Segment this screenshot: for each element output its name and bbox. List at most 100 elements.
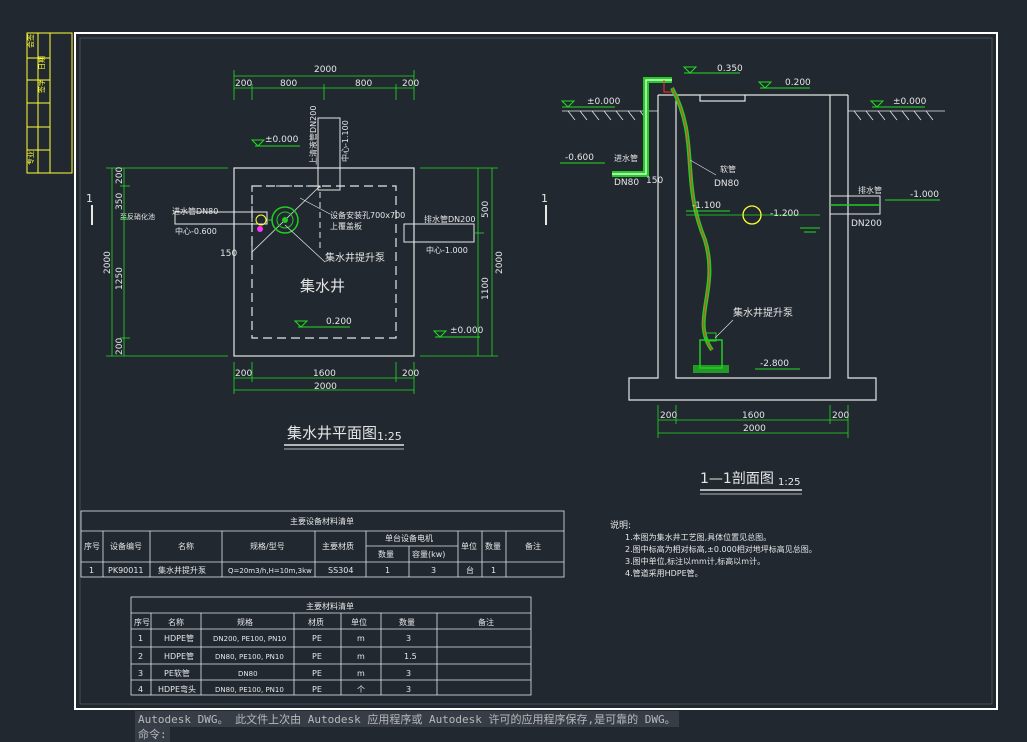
- plan-dim-left-3: 1250: [115, 267, 125, 290]
- section-inlet-label: 进水管: [614, 153, 638, 163]
- plan-dim-bottom-1: 200: [235, 369, 252, 379]
- mat-row-1-c3: DN200, PE100, PN10: [213, 635, 286, 643]
- command-line[interactable]: Autodesk DWG。 此文件上次由 Autodesk 应用程序或 Auto…: [133, 710, 1027, 742]
- mat-header-5: 单位: [351, 617, 367, 627]
- section-pipe-circle: [742, 205, 762, 225]
- mat-row-2-c1: 2: [138, 652, 143, 661]
- equip-header-9: 备注: [525, 541, 541, 551]
- plan-hatch-sub: 上覆盖板: [330, 221, 362, 231]
- equip-row-1-c9: 1: [491, 566, 496, 575]
- mat-row-2-c4: PE: [312, 652, 322, 661]
- drawing-frame-outer: [74, 32, 998, 710]
- well-inner-wall: [251, 185, 397, 339]
- plan-inlet-label: 进水管DN80: [172, 206, 218, 216]
- section-pump-label: 集水井提升泵: [733, 306, 793, 319]
- svg-text:1: 1: [86, 192, 93, 205]
- plan-view[interactable]: 集水井 集水井提升泵 设备安装孔700x700 上覆盖板 进水管DN80 至反硝…: [86, 65, 548, 450]
- plan-hatch-label: 设备安装孔700x700: [330, 210, 405, 220]
- section-dim-bottom-total: 2000: [743, 424, 766, 434]
- section-dim-bottom-3: 200: [832, 411, 849, 421]
- ground-line-right: [848, 110, 945, 121]
- section-elev-m1000: -1.000: [910, 190, 939, 200]
- plan-outlet-label: 排水管DN200: [424, 214, 475, 224]
- plan-pump-label: 集水井提升泵: [325, 251, 385, 264]
- well-outer-wall: [233, 167, 415, 357]
- material-table[interactable]: 主要材料清单 序号 名称 规格 材质 单位 数量 备注 1 HDPE管 DN20…: [130, 596, 532, 696]
- section-title: 1—1剖面图: [700, 471, 774, 487]
- plan-dim-right-total: 2000: [495, 251, 505, 274]
- notes-block: 说明: 1.本图为集水井工艺图,具体位置见总图。 2.图中标高为相对标高,±0.…: [610, 519, 817, 578]
- plan-dim-bottom-2: 1600: [313, 369, 336, 379]
- titleblock-cell-2: 日期: [38, 56, 46, 70]
- plan-title: 集水井平面图: [287, 424, 377, 442]
- mat-row-3-c5: m: [357, 669, 365, 678]
- mat-row-2-c6: 1.5: [404, 652, 417, 661]
- section-view[interactable]: 0.350 0.200 ±0.000 ±0.000 -0.600 进水管 DN8…: [560, 64, 945, 495]
- notes-item-4: 4.管道采用HDPE管。: [625, 568, 703, 578]
- mat-row-1-c4: PE: [312, 634, 322, 643]
- equip-header-3: 名称: [178, 541, 194, 551]
- mat-header-3: 规格: [237, 617, 253, 627]
- equip-header-6: 单台设备电机: [385, 533, 433, 543]
- plan-dim-top-total: 2000: [314, 65, 337, 75]
- plan-section-mark-left: 1: [86, 192, 93, 225]
- plan-dim-top-4: 200: [402, 79, 419, 89]
- plan-inlet-to: 至反硝化池: [120, 212, 155, 221]
- plan-dim-right-1: 500: [481, 201, 491, 218]
- equip-header-7: 单位: [461, 541, 477, 551]
- notes-title: 说明:: [610, 519, 631, 531]
- section-pump-icon[interactable]: [693, 332, 729, 373]
- mat-header-2: 名称: [168, 617, 184, 627]
- section-dim-bottom-2: 1600: [742, 411, 765, 421]
- svg-text:0.200: 0.200: [326, 317, 352, 327]
- command-prompt[interactable]: 命令:: [135, 726, 170, 742]
- plan-dim-left-2: 350: [115, 193, 125, 210]
- mat-row-3-c3: DN80: [238, 670, 258, 678]
- titleblock-cell-1: 会签: [26, 34, 35, 48]
- mat-row-3-c4: PE: [312, 669, 322, 678]
- titleblock-cell-4: 专业: [26, 151, 35, 165]
- equip-header-1: 序号: [84, 541, 100, 551]
- mat-row-1-c2: HDPE管: [164, 633, 194, 643]
- section-elev-0200: 0.200: [785, 78, 811, 88]
- section-elev-m1100: -1.100: [692, 201, 721, 211]
- plan-elev-top: ±0.000: [250, 135, 300, 147]
- equip-header-5: 主要材质: [322, 541, 354, 551]
- mat-row-1-c6: 3: [406, 634, 411, 643]
- section-elev-right: ±0.000: [893, 97, 927, 107]
- plan-inlet-center: 中心-0.600: [175, 226, 217, 236]
- equip-header-4: 规格/型号: [250, 541, 285, 551]
- plan-dim-left-4: 200: [115, 338, 125, 355]
- mat-row-2-c2: HDPE管: [164, 651, 194, 661]
- equip-row-1-c7: 3: [431, 566, 436, 575]
- section-elev-m1200: -1.200: [770, 209, 799, 219]
- plan-elev-right: ±0.000: [432, 326, 484, 338]
- plan-dim-bottom-total: 2000: [314, 382, 337, 392]
- mat-row-1-c5: m: [357, 634, 365, 643]
- equip-row-1-c1: 1: [89, 566, 94, 575]
- plan-section-mark-right: 1: [541, 192, 548, 225]
- plan-dim-top-1: 200: [235, 79, 252, 89]
- plan-dim-bottom: [233, 362, 415, 394]
- plan-dim-left-total: 2000: [103, 251, 113, 274]
- plan-upper-pipe-label: 上清液管DN200: [308, 106, 318, 165]
- section-elev-0350: 0.350: [717, 64, 743, 74]
- notes-item-1: 1.本图为集水井工艺图,具体位置见总图。: [625, 532, 771, 542]
- plan-scale: 1:25: [377, 430, 402, 443]
- titleblock-cell-3: 签字: [37, 79, 46, 93]
- mat-row-2-c3: DN80, PE100, PN10: [215, 653, 284, 661]
- equip-subheader-1: 数量: [378, 549, 394, 559]
- section-hose-dn: DN80: [714, 179, 739, 189]
- equip-table-title: 主要设备材料清单: [290, 516, 354, 526]
- mat-header-4: 材质: [308, 617, 324, 627]
- mat-row-1-c1: 1: [138, 634, 143, 643]
- mat-header-7: 备注: [478, 617, 494, 627]
- mat-row-4-c2: HDPE弯头: [158, 684, 196, 694]
- equip-table[interactable]: 主要设备材料清单 序号 设备编号 名称 规格/型号 主要材质 单台设备电机 数量…: [80, 510, 565, 578]
- equip-row-1-c2: PK90011: [108, 566, 144, 575]
- mat-header-6: 数量: [399, 617, 415, 627]
- plan-upper-center: 中心-1.100: [340, 120, 350, 162]
- equip-row-1-c8: 台: [466, 565, 474, 575]
- mat-row-4-c1: 4: [138, 685, 143, 694]
